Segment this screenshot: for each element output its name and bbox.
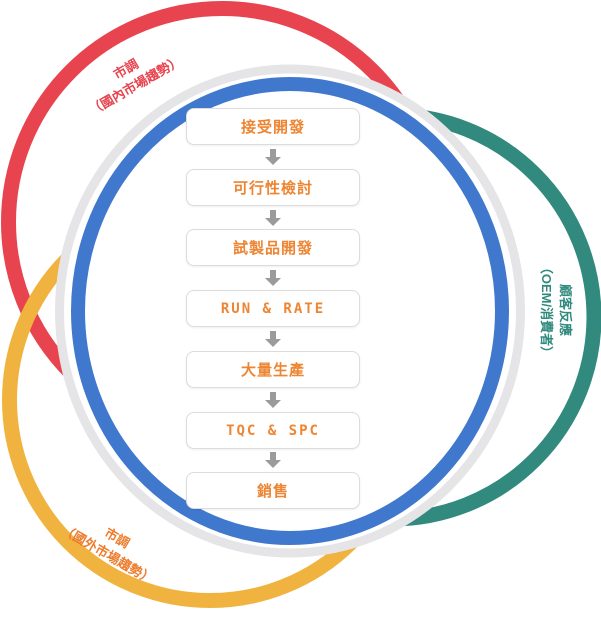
down-arrow-icon <box>265 331 281 347</box>
down-arrow-icon <box>265 392 281 408</box>
flow-step-sales: 銷售 <box>186 472 360 509</box>
customer-feedback-label-line1: 顧客反應 <box>557 283 573 337</box>
flow-step-mass-production: 大量生產 <box>186 351 360 388</box>
down-arrow-icon <box>265 149 281 165</box>
customer-feedback-label-line2: （OEM/消費者） <box>539 260 554 360</box>
customer-feedback-label: 顧客反應 （OEM/消費者） <box>536 261 574 359</box>
flow-step-feasibility-review: 可行性檢討 <box>186 169 360 206</box>
process-blue-ring <box>71 77 509 545</box>
down-arrow-icon <box>265 452 281 468</box>
down-arrow-icon <box>265 210 281 226</box>
flow-step-prototype-development: 試製品開發 <box>186 229 360 266</box>
flow-step-accept-development: 接受開發 <box>186 108 360 145</box>
flow-step-tqc-and-spc: TQC & SPC <box>186 412 360 449</box>
down-arrow-icon <box>265 270 281 286</box>
flow-step-run-and-rate: RUN & RATE <box>186 290 360 327</box>
